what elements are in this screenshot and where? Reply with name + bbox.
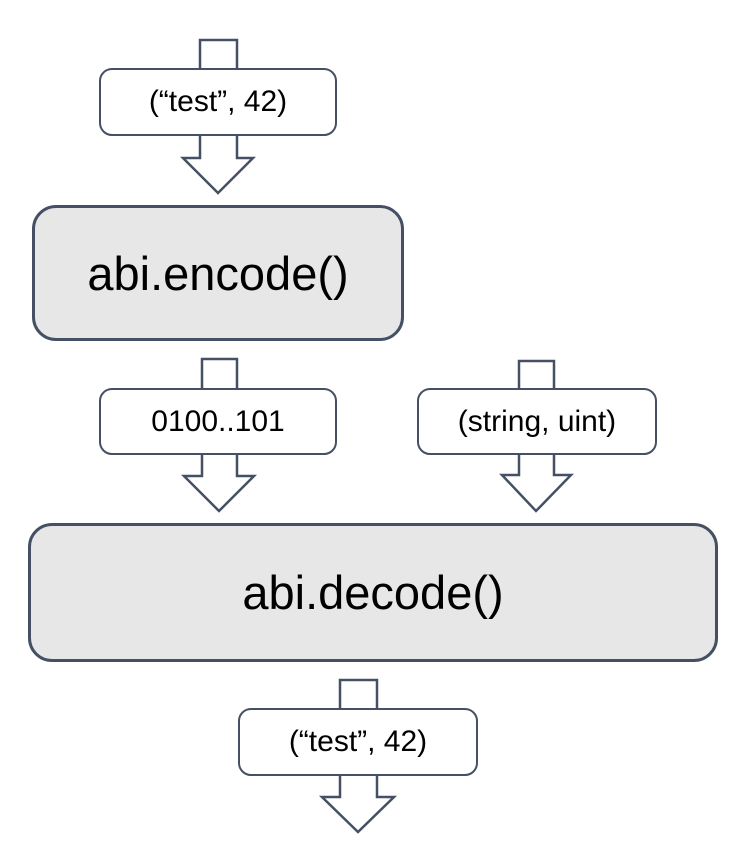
output-tuple-node: (“test”, 42) <box>238 708 478 776</box>
output-tuple-label: (“test”, 42) <box>288 725 428 758</box>
encoded-bytes-label: 0100..101 <box>151 404 285 438</box>
types-tuple-node: (string, uint) <box>417 388 657 455</box>
encoded-bytes-node: 0100..101 <box>99 388 337 455</box>
types-tuple-label: (string, uint) <box>457 404 617 438</box>
abi-encode-label: abi.encode() <box>87 246 349 300</box>
input-tuple-node: (“test”, 42) <box>99 68 337 136</box>
abi-decode-node: abi.decode() <box>28 523 718 662</box>
abi-decode-label: abi.decode() <box>242 566 504 619</box>
input-tuple-label: (“test”, 42) <box>148 85 288 118</box>
abi-encode-node: abi.encode() <box>32 205 404 341</box>
